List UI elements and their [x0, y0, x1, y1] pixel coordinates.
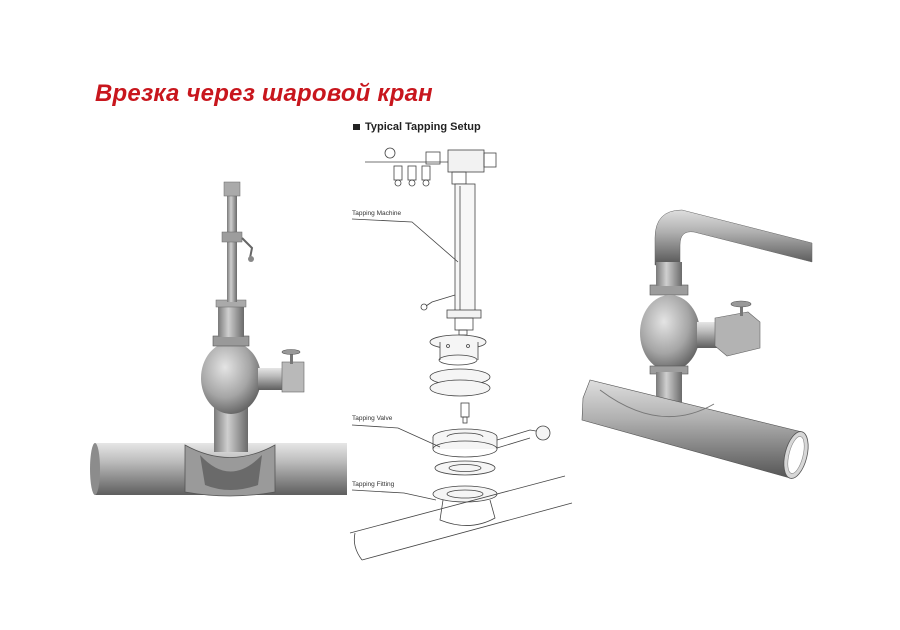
right-upper-pipe	[654, 209, 813, 266]
page-title: Врезка через шаровой кран	[95, 80, 433, 107]
left-pipe-end	[90, 443, 100, 495]
main-pipe-outline	[349, 475, 573, 561]
left-ball-body	[201, 342, 261, 414]
right-ball-body	[640, 295, 700, 371]
callout-tapping-valve: Tapping Valve	[352, 415, 393, 422]
left-cutaway-hole	[200, 455, 262, 490]
callout-tapping-machine: Tapping Machine	[352, 210, 402, 217]
right-valve-assembly	[581, 209, 813, 479]
setup-heading-text: Typical Tapping Setup	[365, 121, 481, 133]
left-valve-assembly	[90, 181, 347, 497]
callout-tapping-fitting: Tapping Fitting	[352, 481, 395, 488]
setup-heading: Typical Tapping Setup	[353, 121, 481, 133]
right-main-pipe	[581, 379, 803, 479]
right-handwheel	[730, 300, 752, 308]
right-upper-flange	[649, 284, 689, 296]
tapping-valve	[432, 425, 551, 476]
cutter-assembly	[460, 402, 470, 424]
right-gearbox	[714, 311, 761, 357]
left-upper-flange	[212, 335, 250, 347]
adapter-housing	[429, 334, 491, 397]
left-handwheel	[281, 349, 301, 355]
left-bonnet	[218, 305, 244, 337]
tapping-setup-drawing	[349, 147, 573, 561]
tapping-machine	[420, 149, 497, 336]
left-gear-stem	[258, 368, 288, 390]
left-tapping-rod	[227, 192, 237, 302]
heading-bullet	[353, 124, 360, 130]
tapping-fitting	[432, 485, 498, 526]
left-gearbox	[281, 361, 305, 393]
